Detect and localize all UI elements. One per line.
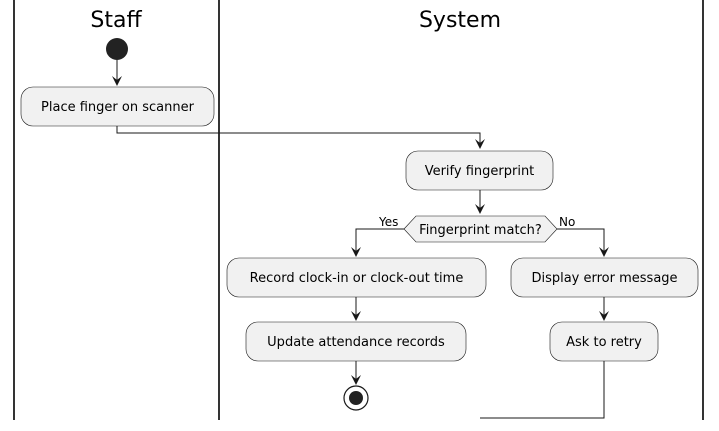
arrowhead-decision [475, 204, 485, 214]
action-display-error: Display error message [510, 257, 699, 298]
action-update-records-label: Update attendance records [267, 335, 445, 350]
arrowhead-retry [599, 311, 609, 321]
end-node [343, 385, 369, 411]
arrowhead-verify [475, 139, 485, 149]
edge-place-to-verify [116, 126, 481, 143]
action-ask-retry-label: Ask to retry [566, 335, 642, 350]
edge-yes-branch [355, 228, 404, 251]
action-place-finger-label: Place finger on scanner [41, 100, 195, 115]
arrowhead-record [351, 247, 361, 257]
action-record-time-label: Record clock-in or clock-out time [250, 271, 464, 286]
start-node [106, 38, 128, 60]
action-display-error-label: Display error message [531, 271, 677, 286]
action-verify-fingerprint: Verify fingerprint [405, 150, 554, 191]
action-update-records: Update attendance records [245, 321, 467, 362]
branch-label-no: No [559, 215, 575, 229]
branch-label-yes: Yes [378, 215, 398, 229]
lane-title-system: System [419, 8, 501, 33]
action-place-finger: Place finger on scanner [20, 86, 215, 127]
edge-no-branch [557, 228, 605, 251]
action-record-time: Record clock-in or clock-out time [226, 257, 487, 298]
decision-fingerprint-match: Fingerprint match? [403, 215, 558, 243]
action-verify-fingerprint-label: Verify fingerprint [425, 164, 535, 179]
arrowhead-place [112, 76, 122, 86]
edge-retry-loop [480, 361, 605, 419]
arrowhead-update [351, 311, 361, 321]
lane-title-staff: Staff [90, 8, 142, 33]
action-ask-retry: Ask to retry [549, 321, 659, 362]
decision-label: Fingerprint match? [419, 223, 542, 238]
arrowhead-end [351, 375, 361, 385]
arrowhead-error [599, 247, 609, 257]
